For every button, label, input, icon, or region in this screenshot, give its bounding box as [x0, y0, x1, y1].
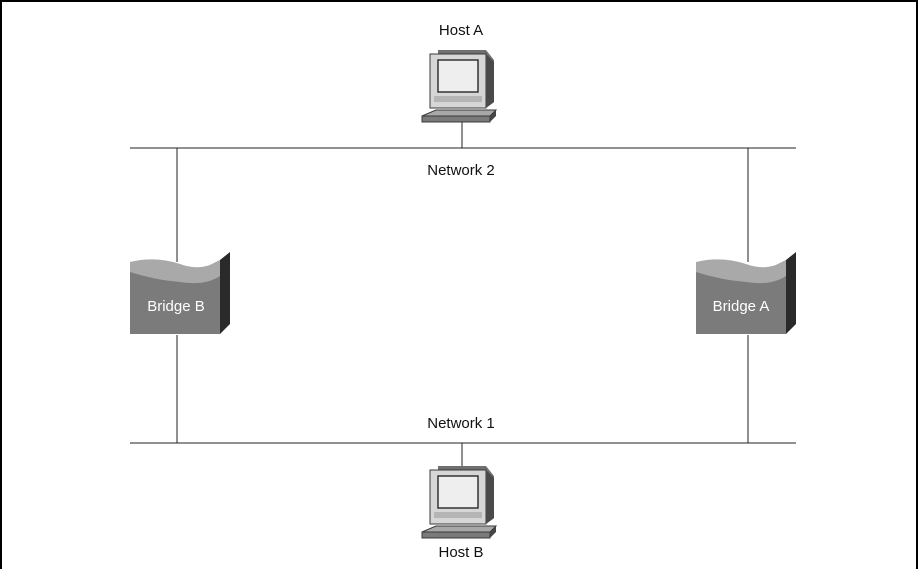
host-a-label: Host A — [438, 22, 484, 39]
bridge-b-icon — [130, 252, 230, 334]
network-2-label: Network 2 — [427, 162, 495, 179]
bridge-a-icon — [696, 252, 796, 334]
host-b-computer-icon — [421, 465, 497, 539]
host-a-computer-icon — [421, 49, 497, 123]
bridge-b-label: Bridge B — [147, 298, 205, 315]
bridge-a-label: Bridge A — [712, 298, 770, 315]
host-b-label: Host B — [438, 544, 484, 561]
network-1-label: Network 1 — [427, 415, 495, 432]
